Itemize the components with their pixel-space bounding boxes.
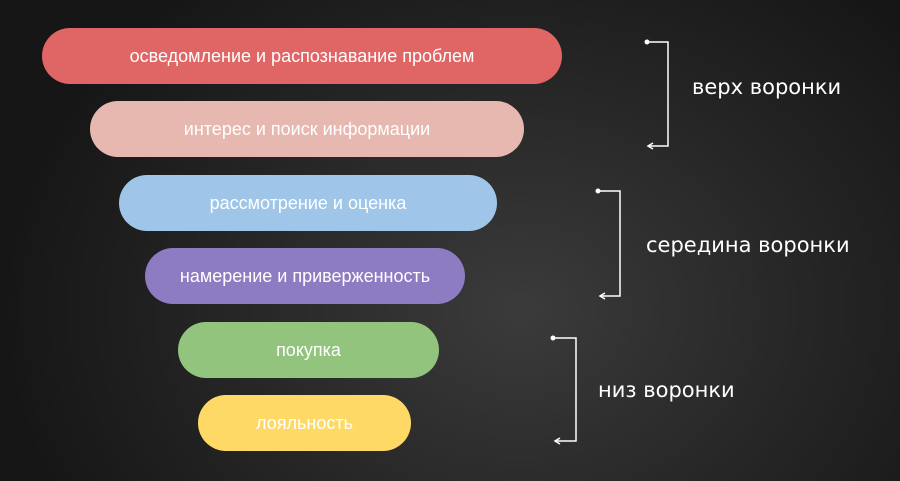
stage-label: намерение и приверженность <box>179 265 431 286</box>
bracket-top <box>646 41 669 150</box>
stage-label: осведомление и распознавание проблем <box>129 45 475 66</box>
stage-label: покупка <box>276 339 341 360</box>
stage-label: рассмотрение и оценка <box>209 192 407 213</box>
stage-intent: намерение и приверженность <box>145 248 465 304</box>
bracket-dot <box>550 335 556 341</box>
stage-consideration: рассмотрение и оценка <box>119 175 497 231</box>
stage-loyalty: лояльность <box>198 395 411 451</box>
stage-purchase: покупка <box>178 322 439 378</box>
bracket-bottom <box>553 337 577 445</box>
bracket-dot <box>595 188 601 194</box>
stage-awareness: осведомление и распознавание проблем <box>42 28 562 84</box>
group-label-bottom: низ воронки <box>598 378 735 402</box>
stage-label: интерес и поиск информации <box>183 118 431 139</box>
bracket-middle <box>598 190 621 300</box>
group-label-top: верх воронки <box>692 75 842 99</box>
group-label-middle: середина воронки <box>646 233 850 257</box>
stage-label: лояльность <box>256 412 353 433</box>
stage-interest: интерес и поиск информации <box>90 101 524 157</box>
bracket-dot <box>644 39 650 45</box>
